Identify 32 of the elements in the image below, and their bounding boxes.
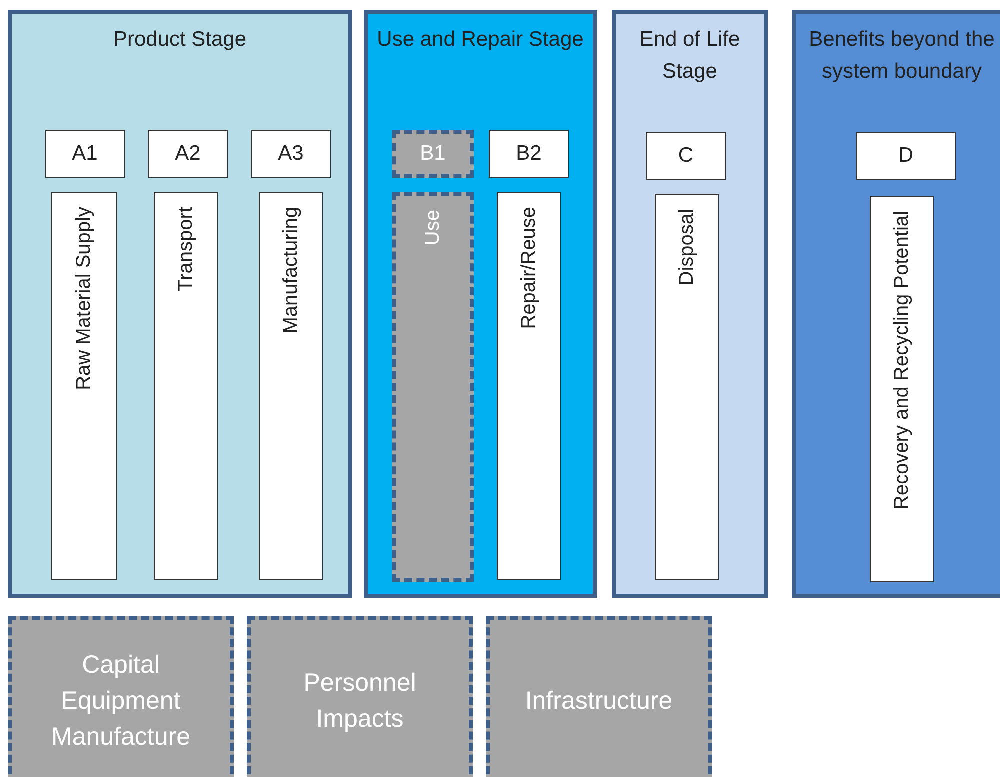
module-bar bbox=[655, 194, 719, 580]
module-bar bbox=[497, 192, 561, 580]
module-bar bbox=[392, 192, 474, 582]
module-bar bbox=[154, 192, 218, 580]
stage-heading: Benefits beyond the system boundary bbox=[808, 27, 996, 85]
stage-panel bbox=[364, 10, 597, 598]
module-name: Recovery and Recycling Potential bbox=[890, 211, 914, 510]
module-name: Raw Material Supply bbox=[72, 207, 96, 390]
stage-panel bbox=[792, 10, 1000, 598]
module-bar bbox=[51, 192, 117, 580]
module-name: Disposal bbox=[676, 209, 698, 286]
excluded-box: Infrastructure bbox=[486, 616, 712, 777]
module-name: Manufacturing bbox=[280, 207, 302, 334]
module-code-label: A1 bbox=[45, 130, 125, 178]
module-name: Repair/Reuse bbox=[518, 207, 540, 330]
module-code-label: B1 bbox=[392, 130, 474, 178]
module-name: Transport bbox=[174, 207, 198, 292]
module-code-label: A3 bbox=[251, 130, 331, 178]
module-bar bbox=[259, 192, 323, 580]
stage-heading: Product Stage bbox=[112, 27, 248, 53]
excluded-box: Personnel Impacts bbox=[247, 616, 473, 777]
module-code-label: C bbox=[646, 132, 726, 180]
module-code-label: D bbox=[856, 132, 956, 180]
stage-panel bbox=[612, 10, 768, 598]
stage-heading: Use and Repair Stage bbox=[376, 27, 585, 53]
module-code-label: A2 bbox=[148, 130, 228, 178]
stage-panel bbox=[8, 10, 352, 598]
module-bar bbox=[870, 196, 934, 582]
excluded-box: Capital Equipment Manufacture bbox=[8, 616, 234, 777]
module-code-label: B2 bbox=[489, 130, 569, 178]
module-name: Use bbox=[422, 210, 444, 246]
stage-heading: End of Life Stage bbox=[638, 27, 742, 85]
